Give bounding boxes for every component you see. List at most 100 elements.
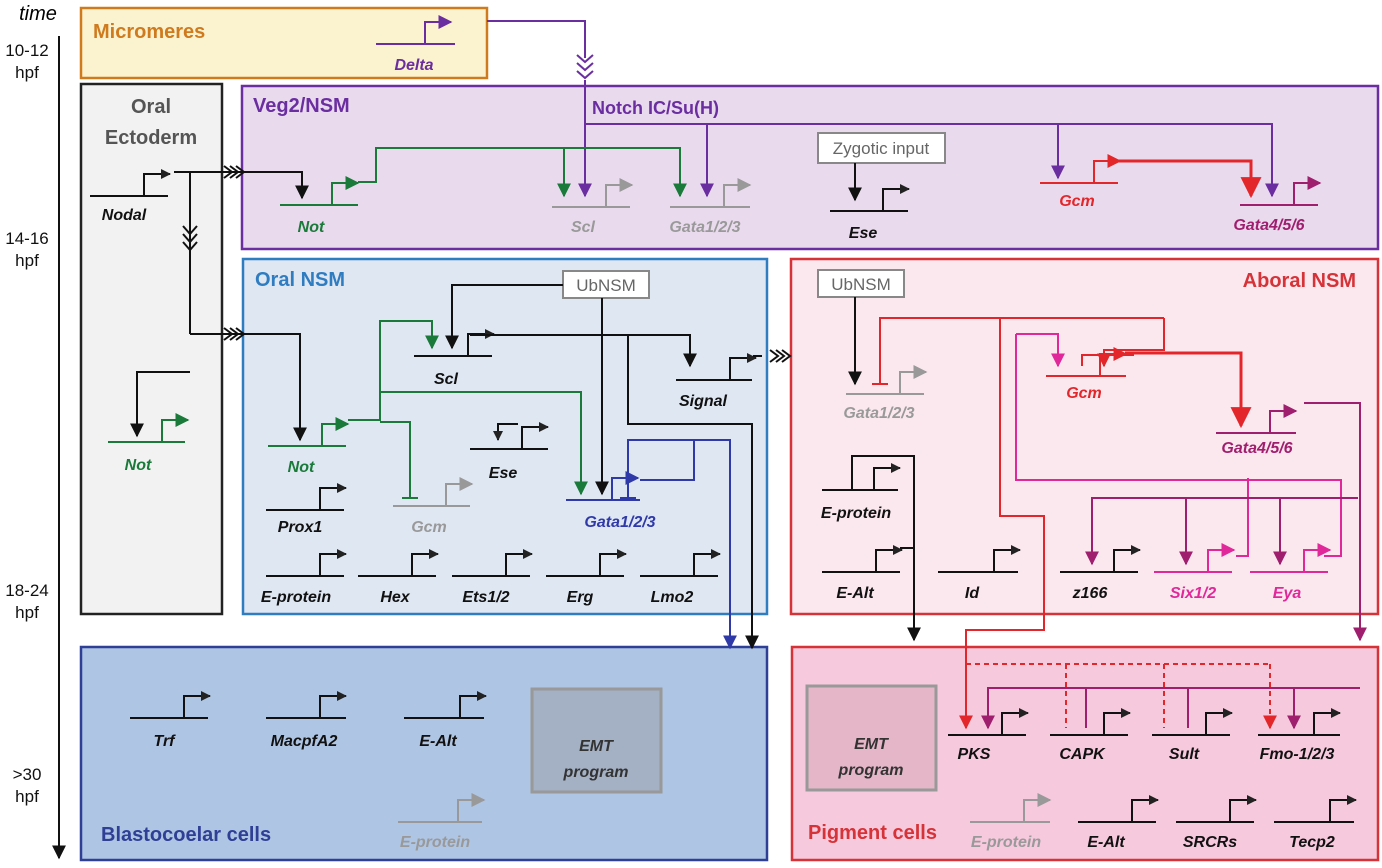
nodal-signal-chevron	[182, 225, 198, 252]
emt-program-pigment-label: program	[838, 762, 904, 779]
gcm-autoreg-link-2	[1081, 354, 1134, 366]
gene-label: MacpfA2	[271, 733, 338, 750]
promoter-arrow	[411, 549, 439, 576]
promoter-arrow	[899, 365, 928, 394]
gene-label: Ese	[489, 465, 518, 482]
promoter-arrow	[1229, 795, 1257, 822]
gene-label: SRCRs	[1183, 834, 1237, 851]
oral-nsm-title: Oral NSM	[255, 269, 345, 291]
promoter-arrow	[183, 691, 211, 718]
gene-a-id: Id	[938, 545, 1021, 602]
gene-label: CAPK	[1059, 746, 1106, 763]
pigment-title: Pigment cells	[808, 822, 937, 844]
delta-signal-link	[487, 20, 586, 58]
gene-label: Id	[965, 585, 980, 602]
gata123-to-blastocoelar-link	[694, 439, 737, 650]
gene-a-six12: Six1/2	[1154, 543, 1236, 602]
gene-a-gata123: Gata1/2/3	[843, 365, 928, 422]
promoter-arrow	[319, 691, 347, 718]
promoter-arrow	[1207, 543, 1236, 572]
gata456-to-pigment-link	[1304, 402, 1367, 642]
gcm-to-gata456-link	[1115, 159, 1262, 199]
time-axis: time 10-12 hpf 14-16 hpf 18-24 hpf >30 h…	[5, 3, 66, 860]
promoter-arrow	[873, 463, 901, 490]
gene-label: Not	[298, 219, 325, 236]
gene-label: Lmo2	[651, 589, 694, 606]
gene-label: Prox1	[278, 519, 323, 536]
gene-label: Gata1/2/3	[669, 219, 740, 236]
nodal-to-oral-not-link	[190, 333, 307, 442]
gene-label: Gata1/2/3	[584, 514, 655, 531]
nodal-to-veg-not-link	[174, 171, 309, 200]
gene-o-ese: Ese	[470, 422, 549, 482]
gene-label: Signal	[679, 393, 728, 410]
promoter-arrow	[1303, 543, 1332, 572]
gene-label: Not	[288, 459, 315, 476]
gene-p-eprotein: E-protein	[970, 793, 1052, 851]
gata456-dashed-targets	[1085, 700, 1294, 728]
promoter-arrow	[331, 176, 360, 205]
gene-label: Nodal	[102, 207, 147, 224]
gene-p-capk: CAPK	[1050, 708, 1131, 763]
gene-o-hex: Hex	[358, 549, 439, 606]
eprotein-ealt-link	[872, 455, 915, 549]
promoter-arrow	[611, 471, 640, 500]
gene-o-gcm: Gcm	[393, 477, 474, 536]
gene-label: PKS	[958, 746, 991, 763]
promoter-arrow	[1313, 708, 1341, 735]
promoter-arrow	[723, 178, 752, 207]
promoter-arrow	[605, 178, 634, 207]
promoter-arrow	[599, 549, 627, 576]
gene-delta: Delta	[376, 15, 455, 74]
promoter-arrow	[445, 477, 474, 506]
gene-p-srcrs: SRCRs	[1176, 795, 1257, 851]
gene-label: Tecp2	[1289, 834, 1335, 851]
gene-label: Gata4/5/6	[1233, 217, 1304, 234]
emt-program-pigment-label: EMT	[854, 736, 889, 753]
gene-a-gata456: Gata4/5/6	[1216, 404, 1298, 457]
gcm-to-pks-link	[959, 318, 1045, 730]
gene-veg-not: Not	[280, 176, 360, 236]
emt-program-blasto-label: EMT	[579, 738, 614, 755]
gene-b-trf: Trf	[130, 691, 211, 750]
gene-veg-gata456: Gata4/5/6	[1233, 176, 1322, 234]
six-eya-to-gcm-link	[1016, 333, 1065, 368]
nodal-signal-chevron	[223, 165, 246, 179]
emt-program-blasto-box	[530, 687, 663, 794]
delta-signal-chevron	[576, 54, 594, 80]
promoter-arrow	[459, 691, 487, 718]
gene-label: z166	[1072, 585, 1108, 602]
gene-label: Gata1/2/3	[843, 405, 914, 422]
promoter-arrow	[693, 549, 721, 576]
promoter-arrow	[1329, 795, 1357, 822]
time-label: 10-12	[5, 41, 48, 60]
notch-to-gata456-link	[585, 123, 1279, 198]
gene-b-macpfa2: MacpfA2	[266, 691, 347, 750]
gene-label: Hex	[380, 589, 410, 606]
oral-not-represses-gcm-link	[380, 421, 418, 499]
gene-b-ealt: E-Alt	[404, 691, 487, 750]
gene-label: Six1/2	[1170, 585, 1216, 602]
zygotic-input-box	[817, 132, 946, 164]
promoter-arrow	[729, 353, 757, 380]
gene-label: E-protein	[261, 589, 331, 606]
gene-label: Erg	[567, 589, 594, 606]
time-label: >30	[13, 765, 42, 784]
promoter-arrow	[161, 413, 190, 442]
oral-ectoderm-title: Ectoderm	[105, 127, 197, 149]
time-label: hpf	[15, 603, 39, 622]
promoter-arrow	[1113, 545, 1141, 572]
gene-o-ets12: Ets1/2	[452, 549, 533, 606]
promoter-arrow	[505, 549, 533, 576]
gene-label: E-protein	[971, 834, 1041, 851]
time-label: 18-24	[5, 581, 48, 600]
promoter-arrow	[882, 184, 910, 211]
signal-chevron	[769, 349, 792, 363]
promoter-arrow	[319, 483, 347, 510]
gene-label: Eya	[1273, 585, 1302, 602]
emt-program-blasto-label: program	[563, 764, 629, 781]
promoter-arrow	[319, 549, 347, 576]
ubnsm-aboral-label: UbNSM	[831, 275, 891, 294]
gene-nodal: Nodal	[90, 169, 171, 224]
gata456-to-pks-link	[981, 687, 1360, 730]
